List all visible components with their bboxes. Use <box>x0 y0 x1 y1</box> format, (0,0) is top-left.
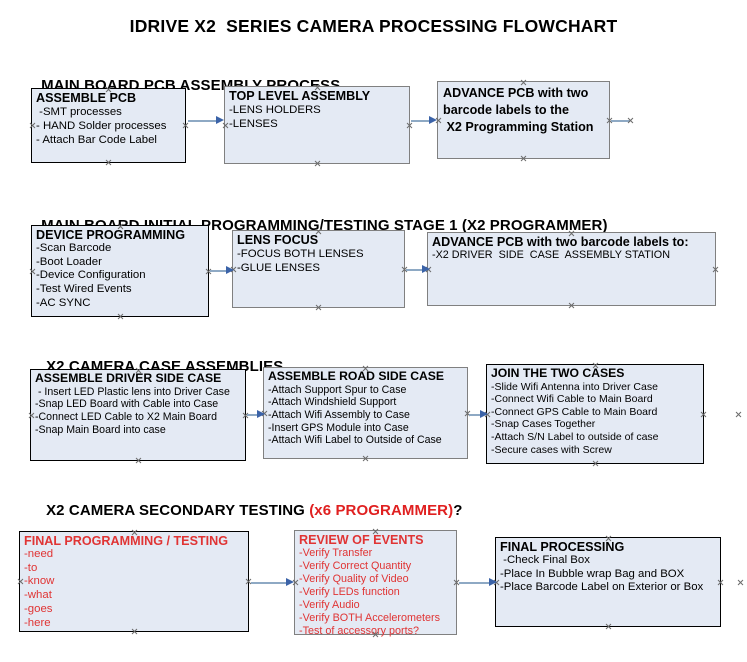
node-title: FINAL PROGRAMMING / TESTING <box>24 534 229 548</box>
node-line: -need <box>24 548 54 561</box>
node-line: -Attach Wifi Assembly to Case <box>268 409 410 422</box>
node-assemble-driver-side-case[interactable]: ASSEMBLE DRIVER SIDE CASE - Insert LED P… <box>30 369 246 461</box>
section-heading-x2-camera-secondary-testing: X2 CAMERA SECONDARY TESTING (x6 PROGRAMM… <box>29 485 462 536</box>
node-title: ADVANCE PCB with two barcode labels to t… <box>443 86 594 134</box>
node-line-overflow: -Test of accessory ports? <box>299 624 420 637</box>
connector-handle-bottom[interactable] <box>362 455 369 462</box>
node-line: -GLUE LENSES <box>237 262 320 275</box>
node-line: -Verify Correct Quantity <box>299 560 412 573</box>
node-line: - Attach Bar Code Label <box>36 134 157 147</box>
page-title: IDRIVE X2 SERIES CAMERA PROCESSING FLOWC… <box>129 16 618 36</box>
arrow-lens-focus-to-advance-pcb <box>406 265 430 274</box>
node-join-the-two-cases[interactable]: JOIN THE TWO CASES -Slide Wifi Antenna i… <box>486 364 704 464</box>
section-heading-accent: (x6 PROGRAMMER) <box>309 502 454 519</box>
arrow-road-side-to-join-cases <box>469 410 488 419</box>
node-title: DEVICE PROGRAMMING <box>36 228 186 242</box>
node-line: -Attach Support Spur to Case <box>268 383 407 396</box>
node-line: -Snap Main Board into case <box>35 423 166 436</box>
node-title: ASSEMBLE DRIVER SIDE CASE <box>35 371 222 385</box>
node-title: TOP LEVEL ASSEMBLY <box>229 89 371 103</box>
node-line: -Verify LEDs function <box>299 585 400 598</box>
node-line: -Attach Wifi Label to Outside of Case <box>268 434 442 447</box>
node-advance-pcb-to-x2-programming-station[interactable]: ADVANCE PCB with two barcode labels to t… <box>437 81 610 159</box>
node-line: -Device Configuration <box>36 269 146 282</box>
node-line: -LENSES <box>229 118 278 131</box>
connector-handle-bottom[interactable] <box>605 623 612 630</box>
node-line: -Connect Wifi Cable to Main Board <box>491 393 653 406</box>
node-title: ASSEMBLE ROAD SIDE CASE <box>268 369 445 383</box>
arrow-assemble-pcb-to-top-level-assembly <box>188 116 224 125</box>
node-line: -Place Barcode Label on Exterior or Box <box>500 581 704 594</box>
node-final-processing[interactable]: FINAL PROCESSING -Check Final Box -Place… <box>495 537 721 627</box>
node-top-level-assembly[interactable]: TOP LEVEL ASSEMBLY -LENS HOLDERS -LENSES <box>224 86 410 164</box>
node-line: -Verify Transfer <box>299 547 373 560</box>
node-lens-focus[interactable]: LENS FOCUS -FOCUS BOTH LENSES -GLUE LENS… <box>232 230 405 308</box>
connector-stub-right-section1 <box>611 120 630 122</box>
arrow-top-level-assembly-to-advance-pcb <box>411 116 437 125</box>
connector-handle-bottom[interactable] <box>105 159 112 166</box>
node-line: -FOCUS BOTH LENSES <box>237 248 364 261</box>
node-line: -know <box>24 575 55 588</box>
connector-handle-bottom[interactable] <box>568 302 575 309</box>
node-review-of-events[interactable]: REVIEW OF EVENTS -Verify Transfer -Verif… <box>294 530 457 637</box>
node-title: JOIN THE TWO CASES <box>491 366 625 380</box>
node-line: -Test Wired Events <box>36 283 132 296</box>
section-heading-suffix: ? <box>453 502 463 519</box>
connector-handle-bottom[interactable] <box>520 155 527 162</box>
node-line: -Insert GPS Module into Case <box>268 421 409 434</box>
node-title: ASSEMBLE PCB <box>36 91 137 105</box>
connector-handle-endpoint[interactable] <box>735 411 742 418</box>
node-line: -Check Final Box <box>500 554 590 567</box>
node-title: LENS FOCUS <box>237 233 319 247</box>
node-line: -AC SYNC <box>36 296 91 309</box>
node-line: -what <box>24 589 52 602</box>
node-device-programming[interactable]: DEVICE PROGRAMMING -Scan Barcode -Boot L… <box>31 225 209 317</box>
node-line: -Boot Loader <box>36 255 102 268</box>
node-final-programming-testing[interactable]: FINAL PROGRAMMING / TESTING -need -to -k… <box>19 531 249 632</box>
node-line: -here <box>24 616 51 629</box>
connector-handle-bottom[interactable] <box>117 313 124 320</box>
node-advance-pcb-to-driver-side-case-station[interactable]: ADVANCE PCB with two barcode labels to: … <box>427 232 716 306</box>
node-line: -goes <box>24 602 53 615</box>
node-line: -Secure cases with Screw <box>491 443 612 456</box>
arrow-device-programming-to-lens-focus <box>210 266 234 275</box>
connector-handle-bottom[interactable] <box>315 304 322 311</box>
node-assemble-road-side-case[interactable]: ASSEMBLE ROAD SIDE CASE -Attach Support … <box>263 367 468 459</box>
node-line: - HAND Solder processes <box>36 120 167 133</box>
arrow-final-programming-to-review-of-events <box>251 578 294 587</box>
node-line: -Slide Wifi Antenna into Driver Case <box>491 380 658 393</box>
node-line: -Attach S/N Label to outside of case <box>491 431 659 444</box>
connector-handle-bottom[interactable] <box>314 160 321 167</box>
node-line: -Scan Barcode <box>36 242 112 255</box>
node-title: REVIEW OF EVENTS <box>299 533 424 547</box>
connector-handle-right[interactable] <box>712 266 719 273</box>
node-line: -Attach Windshield Support <box>268 396 397 409</box>
node-line: -Snap Cases Together <box>491 418 596 431</box>
node-line: -Verify BOTH Accelerometers <box>299 611 440 624</box>
node-line: -Connect LED Cable to X2 Main Board <box>35 411 217 424</box>
arrow-driver-side-to-road-side <box>247 410 265 419</box>
node-line: -to <box>24 561 38 574</box>
node-line: -X2 DRIVER SIDE CASE ASSEMBLY STATION <box>432 249 670 262</box>
connector-handle-bottom[interactable] <box>135 457 142 464</box>
node-line: -Verify Audio <box>299 598 360 611</box>
node-line: - Insert LED Plastic lens into Driver Ca… <box>35 385 230 398</box>
arrow-review-of-events-to-final-processing <box>459 578 497 587</box>
node-title: FINAL PROCESSING <box>500 540 625 554</box>
node-line: -Snap LED Board with Cable into Case <box>35 398 219 411</box>
node-line: -Verify Quality of Video <box>299 573 409 585</box>
section-heading-text: X2 CAMERA SECONDARY TESTING <box>46 502 310 519</box>
node-title: ADVANCE PCB with two barcode labels to: <box>432 235 689 249</box>
node-line: -Connect GPS Cable to Main Board <box>491 405 658 418</box>
connector-handle-bottom[interactable] <box>592 460 599 467</box>
node-line: -Place In Bubble wrap Bag and BOX <box>500 567 685 580</box>
connector-handle-endpoint[interactable] <box>737 579 744 586</box>
node-line: -SMT processes <box>36 106 122 119</box>
node-assemble-pcb[interactable]: ASSEMBLE PCB -SMT processes - HAND Solde… <box>31 88 186 163</box>
node-line: -LENS HOLDERS <box>229 104 321 117</box>
